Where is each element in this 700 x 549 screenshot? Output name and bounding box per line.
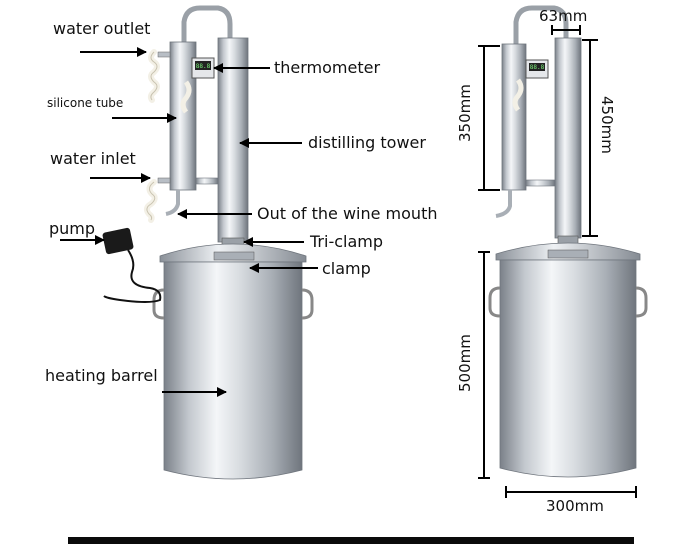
dim-tube-diameter: 63mm xyxy=(539,7,588,25)
label-water-inlet: water inlet xyxy=(50,149,136,168)
label-silicone-tube: silicone tube xyxy=(47,96,124,110)
right-silicone-tube xyxy=(512,78,524,112)
dim-barrel-height: 500mm xyxy=(456,334,474,392)
dim-tower-height: 450mm xyxy=(598,96,616,154)
label-wine-mouth: Out of the wine mouth xyxy=(257,204,438,223)
bottom-divider-bar xyxy=(68,537,634,544)
dimension-lines xyxy=(478,25,637,498)
barrel-handle-right xyxy=(301,288,314,320)
lid-clamp xyxy=(213,251,255,261)
water-inlet-port xyxy=(157,177,171,184)
heating-barrel-body xyxy=(163,261,303,480)
label-thermometer: thermometer xyxy=(274,58,381,77)
label-pump: pump xyxy=(49,219,96,238)
wine-mouth-spout xyxy=(165,190,180,216)
right-heating-barrel xyxy=(499,259,637,478)
condenser-connector xyxy=(195,177,219,185)
silicone-tube-top-edge xyxy=(150,51,158,101)
right-wine-spout xyxy=(495,190,512,218)
left-distiller xyxy=(102,5,314,480)
right-lid-clamp xyxy=(547,249,589,259)
dim-condenser-height: 350mm xyxy=(456,84,474,142)
right-condenser-tube xyxy=(501,43,527,191)
label-tri-clamp: Tri-clamp xyxy=(310,232,384,251)
dim-barrel-diameter: 300mm xyxy=(546,497,604,515)
right-condenser-connector xyxy=(525,179,556,187)
right-handle-left xyxy=(488,286,501,318)
label-distilling-tower: distilling tower xyxy=(308,133,426,152)
silicone-tube-inner xyxy=(180,80,192,114)
silicone-tube-bottom-edge xyxy=(146,181,156,221)
right-thermometer-screen xyxy=(529,63,545,71)
right-top-pipe xyxy=(513,5,569,44)
right-handle-right xyxy=(635,286,648,318)
right-thermometer-readout: 88.8 xyxy=(530,64,545,71)
pump-cable xyxy=(103,249,162,303)
label-heating-barrel: heating barrel xyxy=(45,366,158,385)
pump-body xyxy=(102,227,134,255)
water-outlet-port xyxy=(157,51,171,58)
leader-arrows xyxy=(60,47,318,397)
top-pipe xyxy=(181,5,233,44)
label-water-outlet: water outlet xyxy=(53,19,151,38)
thermometer-screen xyxy=(195,61,211,70)
thermometer-readout: 88.8 xyxy=(196,63,211,70)
right-distiller xyxy=(488,5,648,478)
right-distilling-tower xyxy=(554,37,582,239)
label-clamp: clamp xyxy=(322,259,371,278)
